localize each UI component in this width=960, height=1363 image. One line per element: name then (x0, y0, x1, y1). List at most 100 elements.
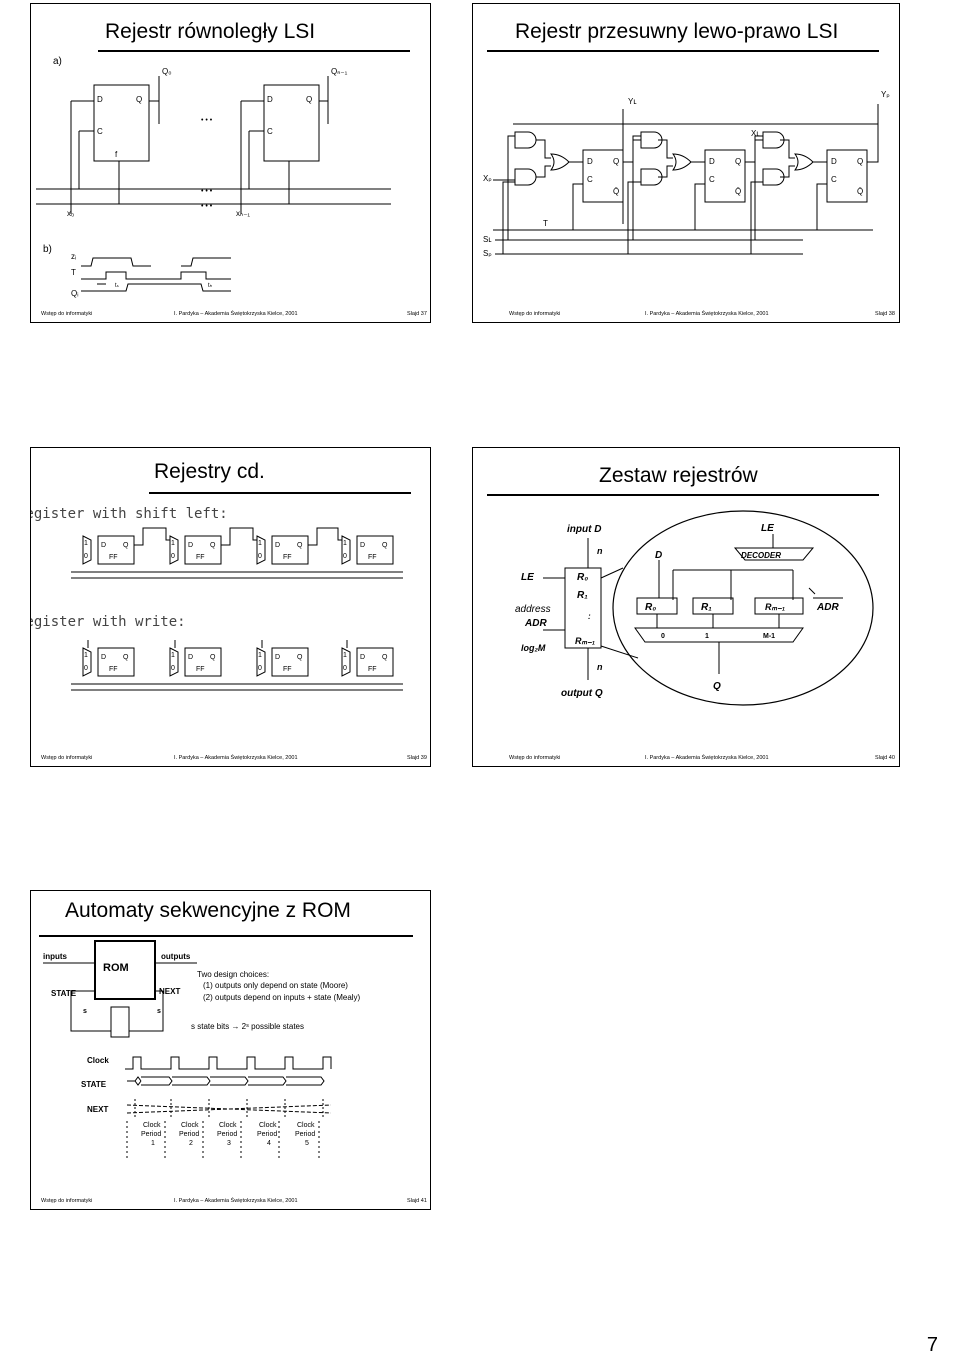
svg-text:3: 3 (227, 1140, 231, 1147)
svg-text:R₀: R₀ (645, 602, 656, 613)
svg-text:Period: Period (257, 1131, 277, 1138)
svg-text:Clock: Clock (259, 1122, 277, 1129)
label-qn1: Qₙ₋₁ (331, 67, 348, 76)
svg-text:0: 0 (343, 665, 347, 672)
slide-title: Rejestr równoległy LSI (105, 20, 316, 43)
svg-text:Q: Q (297, 654, 303, 661)
svg-text:4: 4 (267, 1140, 271, 1147)
rom-block (94, 940, 156, 1000)
svg-text:D: D (97, 95, 103, 104)
svg-text:FF: FF (109, 666, 118, 673)
svg-text:C: C (587, 175, 593, 184)
svg-text:Clock: Clock (87, 1056, 109, 1065)
svg-text:Clock: Clock (219, 1122, 237, 1129)
svg-text:0: 0 (343, 553, 347, 560)
svg-text:• • •: • • • (201, 188, 213, 195)
svg-text:0: 0 (84, 665, 88, 672)
dots: • • • (201, 117, 213, 124)
svg-text:D: D (360, 542, 365, 549)
svg-text:Q̄: Q̄ (857, 187, 863, 196)
svg-text:Q: Q (713, 681, 721, 692)
svg-text:T: T (543, 219, 548, 228)
slide-title: Rejestr przesuwny lewo-prawo LSI (515, 20, 839, 43)
svg-text:xₙ₋₁: xₙ₋₁ (236, 209, 250, 218)
svg-text:f: f (115, 150, 118, 159)
slide-footer: Wstęp do informatyki I. Pardyka – Akadem… (41, 1198, 427, 1204)
svg-text:Q: Q (210, 654, 216, 661)
d-flipflop-n (263, 84, 320, 162)
svg-text:FF: FF (196, 554, 205, 561)
svg-text:D: D (709, 157, 715, 166)
title-rule (149, 492, 411, 494)
svg-text::: : (588, 612, 591, 621)
svg-text:C: C (709, 175, 715, 184)
slide-footer: Wstęp do informatyki I. Pardyka – Akadem… (41, 755, 427, 761)
svg-text:NEXT: NEXT (159, 987, 180, 996)
svg-text:zᵢ: zᵢ (71, 252, 76, 261)
svg-text:5: 5 (305, 1140, 309, 1147)
svg-text:Xʟ: Xʟ (751, 129, 760, 138)
slide-40: Zestaw rejestrów input D n LE R₀ R₁ : Rₘ… (472, 447, 900, 767)
svg-text:0: 0 (171, 553, 175, 560)
svg-text:Period: Period (141, 1131, 161, 1138)
svg-text:DECODER: DECODER (741, 551, 781, 560)
register-file-zoom (612, 510, 874, 706)
svg-text:n: n (597, 546, 603, 556)
slide-41: Automaty sekwencyjne z ROM inputs ROM ou… (30, 890, 431, 1210)
svg-text:Q: Q (382, 542, 388, 549)
rom-fsm-diagram: inputs ROM outputs STATE NEXT s s Two de… (31, 891, 430, 1196)
svg-text:NEXT: NEXT (87, 1105, 108, 1114)
register-file-diagram: input D n LE R₀ R₁ : Rₘ₋₁ address ADR lo… (473, 448, 899, 753)
svg-text:s: s (83, 1008, 87, 1015)
svg-text:Q̄: Q̄ (613, 187, 619, 196)
svg-text:(2) outputs depend on inputs +: (2) outputs depend on inputs + state (Me… (203, 993, 361, 1002)
svg-text:C: C (97, 127, 103, 136)
svg-text:Two design choices:: Two design choices: (197, 970, 269, 979)
svg-text:Q: Q (136, 95, 142, 104)
svg-text:output Q: output Q (561, 688, 603, 699)
svg-text:R₀: R₀ (577, 572, 588, 583)
svg-text:FF: FF (109, 554, 118, 561)
svg-text:tₕ: tₕ (208, 283, 213, 289)
slide-footer: Wstęp do informatyki I. Pardyka – Akadem… (41, 311, 427, 317)
svg-text:Q: Q (297, 542, 303, 549)
svg-text:ROM: ROM (103, 962, 129, 974)
svg-text:D: D (587, 157, 593, 166)
svg-text:x₀: x₀ (67, 209, 74, 218)
state-register (110, 1006, 130, 1038)
svg-text:Sₚ: Sₚ (483, 249, 492, 258)
svg-text:D: D (655, 550, 662, 561)
svg-text:Yₚ: Yₚ (881, 90, 890, 99)
label-a: a) (53, 56, 62, 67)
slide-title: Rejestry cd. (154, 460, 265, 483)
svg-text:D: D (101, 542, 106, 549)
svg-text:R₁: R₁ (577, 590, 588, 601)
svg-text:D: D (275, 542, 280, 549)
slide-38: Rejestr przesuwny lewo-prawo LSI Yʟ Yₚ X… (472, 3, 900, 323)
svg-text:1: 1 (171, 652, 175, 659)
svg-text:0: 0 (258, 553, 262, 560)
title-rule (487, 494, 879, 496)
svg-text:FF: FF (368, 666, 377, 673)
d-flipflop-1 (93, 84, 150, 162)
svg-text:log₂M: log₂M (521, 643, 546, 653)
svg-text:Xₚ: Xₚ (483, 174, 492, 183)
svg-text:Clock: Clock (181, 1122, 199, 1129)
svg-text:tₛ: tₛ (115, 283, 119, 289)
svg-text:D: D (360, 654, 365, 661)
title-rule (39, 935, 413, 937)
svg-text:Period: Period (179, 1131, 199, 1138)
svg-text:FF: FF (283, 554, 292, 561)
slide-title: Automaty sekwencyjne z ROM (65, 899, 351, 922)
slide-footer: Wstęp do informatyki I. Pardyka – Akadem… (509, 755, 895, 761)
svg-text:Q: Q (123, 654, 129, 661)
svg-text:(1) outputs only depend on sta: (1) outputs only depend on state (Moore) (203, 981, 348, 990)
title-rule (487, 50, 879, 52)
